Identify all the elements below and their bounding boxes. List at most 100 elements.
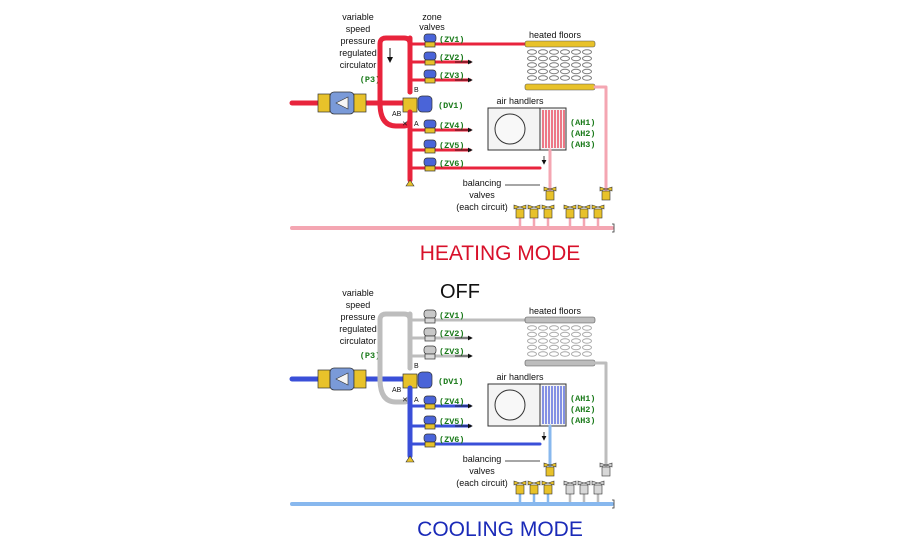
floor-circuit-loop [560, 49, 570, 55]
air-handlers-label: air handlers [496, 372, 544, 382]
zone-valve-body [424, 403, 436, 410]
floor-circuit-loop [560, 338, 570, 344]
zone-valve-tag: (ZV6) [439, 435, 465, 445]
air-handlers-label: air handlers [496, 96, 544, 106]
floor-circuit-loop [538, 55, 548, 62]
floor-circuit-loop [560, 331, 570, 338]
bypass-loop-pipe [377, 35, 413, 106]
balancing-valve [527, 204, 541, 219]
floor-circuit-loop [560, 55, 570, 62]
floor-return-pipe [593, 361, 608, 470]
zone-valve-tag: (ZV3) [439, 347, 465, 357]
balancing-valve [527, 480, 541, 495]
floor-circuit-loop [538, 351, 548, 357]
diverter-actuator [417, 95, 433, 113]
floor-circuit-loop [582, 338, 592, 344]
floor-circuit-loop [527, 325, 537, 331]
floor-circuit-loop [527, 344, 537, 351]
balancing-valve [599, 186, 613, 201]
balancing-valve-body [515, 484, 525, 495]
floor-circuit-loop [538, 344, 548, 351]
floor-circuit-loop [560, 62, 570, 68]
floor-circuit-loop [527, 55, 537, 62]
balancing-valve-handle [577, 204, 591, 210]
zone-valve-tag: (ZV1) [439, 311, 465, 321]
balancing-valve [513, 480, 527, 495]
diverter-actuator [417, 371, 433, 389]
drain-valve [405, 455, 415, 463]
zone-valve-tag: (ZV1) [439, 35, 465, 45]
floor-circuit-loop [582, 68, 592, 75]
balancing-valve-handle [599, 462, 613, 468]
balancing-valve [563, 204, 577, 219]
drain-valve [405, 179, 415, 187]
balancing-label-line: balancing [463, 454, 502, 464]
circulator-label-line: circulator [340, 336, 377, 346]
port-ab-label: AB [392, 387, 402, 394]
floor-return-manifold [524, 83, 596, 91]
balancing-valve-body [543, 208, 553, 219]
balancing-valve-handle [513, 204, 527, 210]
balancing-valve-handle [563, 480, 577, 486]
zone-valve-actuator [423, 395, 437, 405]
circulator-pump [317, 91, 367, 115]
floor-supply-manifold [524, 316, 596, 324]
floor-circuit-loop [538, 325, 548, 331]
zone-valve-body [424, 147, 436, 154]
floor-circuit-loop [571, 55, 581, 62]
circulator-flange [353, 93, 367, 113]
circulator-tag: (P3) [360, 75, 380, 85]
floor-circuit-loop [527, 68, 537, 75]
zone-valve-body [424, 423, 436, 430]
floor-circuit-loop [571, 62, 581, 68]
circulator-flange [353, 369, 367, 389]
air-handler-tag: (AH2) [570, 129, 596, 139]
floor-circuit-loop [571, 325, 581, 331]
diverter-tag: (DV1) [438, 377, 464, 387]
balancing-label-line: valves [469, 466, 495, 476]
circulator-label-line: regulated [339, 48, 377, 58]
balancing-valve [577, 480, 591, 495]
zone-valve-tag: (ZV3) [439, 71, 465, 81]
zone-valve-tag: (ZV4) [439, 121, 465, 131]
zone-valve [423, 139, 437, 154]
balancing-valve-body [545, 190, 555, 201]
off-label: OFF [440, 281, 480, 303]
balancing-label-line: valves [469, 190, 495, 200]
zone-valve [423, 119, 437, 134]
closed-port-icon: ✕ [402, 121, 408, 128]
port-b-label: B [414, 363, 419, 370]
balancing-valve-body [579, 484, 589, 495]
diverter-valve [402, 95, 433, 113]
balancing-valve-body [529, 208, 539, 219]
balancing-valve-handle [527, 480, 541, 486]
circulator-direction-icon [335, 372, 349, 386]
port-ab-label: AB [392, 111, 402, 118]
zone-valve-tag: (ZV5) [439, 417, 465, 427]
balancing-valve [577, 204, 591, 219]
balancing-valve-body [515, 208, 525, 219]
balancing-valve-handle [543, 186, 557, 192]
balancing-valve-body [543, 484, 553, 495]
zone-valve-body [424, 127, 436, 134]
floor-circuit-loop [527, 49, 537, 55]
floor-circuit-loop [560, 68, 570, 75]
zone-valve [423, 395, 437, 410]
floor-circuit-loop [527, 331, 537, 338]
circulator-label-line: pressure [340, 36, 375, 46]
floor-circuit-loop [571, 351, 581, 357]
floor-circuit-loop [582, 325, 592, 331]
balancing-valve [563, 480, 577, 495]
circulator-label-line: variable [342, 288, 374, 298]
floor-circuit-loop [560, 75, 570, 81]
zone-valve [423, 345, 437, 360]
zone-valves-label-line: zone [422, 12, 442, 22]
balancing-valve-handle [591, 204, 605, 210]
zone-valve [423, 157, 437, 172]
floor-circuit-loop [527, 62, 537, 68]
circulator-pump [317, 367, 367, 391]
port-a-label: A [414, 121, 419, 128]
zone-valve-actuator [423, 433, 437, 443]
balancing-valve [513, 204, 527, 219]
